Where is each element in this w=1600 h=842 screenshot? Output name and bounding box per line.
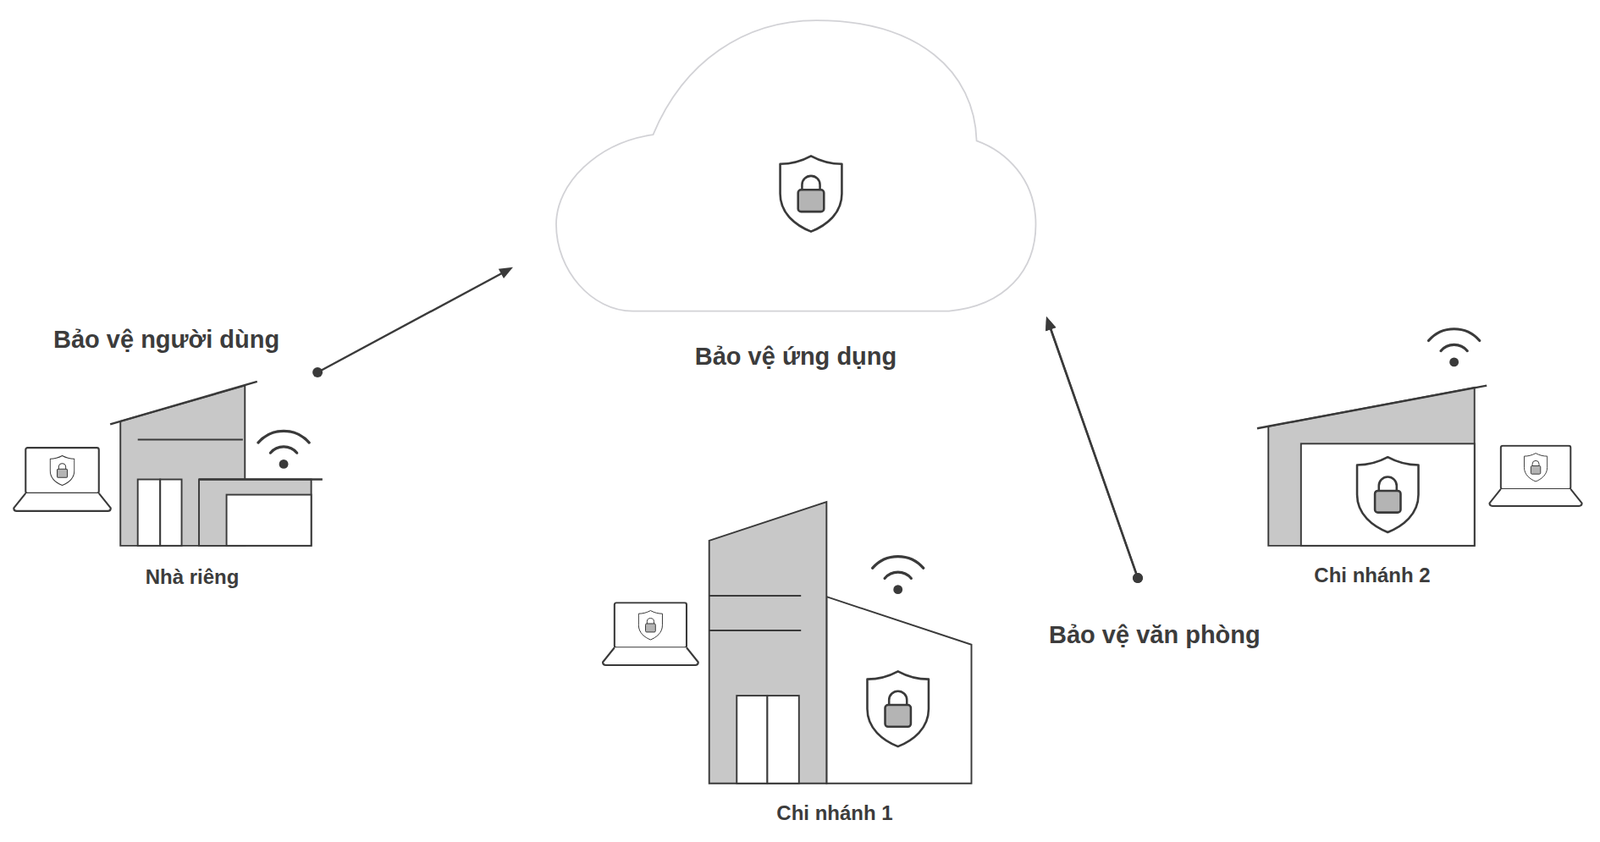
arrow-dot xyxy=(312,367,323,378)
branch-door xyxy=(736,695,767,784)
site-node: Chi nhánh 1 xyxy=(600,502,1138,839)
laptop-icon xyxy=(602,602,699,666)
branch-door xyxy=(766,695,799,784)
arrow-dot xyxy=(1132,573,1143,584)
shield-icon xyxy=(866,671,928,747)
node-label: Bảo vệ ứng dụng xyxy=(695,342,898,372)
arrow-dot xyxy=(1132,573,1143,584)
laptop-icon xyxy=(1489,446,1582,507)
edge-label: Bảo vệ văn phòng xyxy=(1048,620,1261,651)
garage-door xyxy=(226,495,312,547)
buildings xyxy=(13,329,1582,784)
branch-building xyxy=(602,502,972,784)
home-door xyxy=(137,480,161,547)
node-label: Chi nhánh 2 xyxy=(1313,563,1430,589)
garage-roof xyxy=(198,478,323,480)
branch-front xyxy=(1301,443,1475,547)
arrow-connector xyxy=(1045,316,1143,584)
node-label: Nhà riêng xyxy=(145,565,240,591)
branch-line xyxy=(709,595,801,597)
branch-wing xyxy=(826,596,972,784)
laptop-icon xyxy=(13,447,111,512)
cloud-node: Bảo vệ ứng dụng xyxy=(513,16,1047,377)
cloud-shape xyxy=(513,16,1047,377)
home-door xyxy=(160,480,182,547)
branch-tower xyxy=(709,502,828,784)
branch-roof xyxy=(1257,386,1487,430)
edge-label: Bảo vệ người dùng xyxy=(53,325,280,355)
arrow-line xyxy=(317,272,503,373)
site-node: Nhà riêng xyxy=(11,372,323,593)
node-label: Chi nhánh 1 xyxy=(776,801,893,827)
home-roof xyxy=(110,381,258,425)
arrow-head xyxy=(1045,316,1056,332)
arrow-head xyxy=(1045,316,1056,332)
arrow-line xyxy=(1050,327,1138,579)
arrow-connector xyxy=(1045,316,1143,584)
site-node: Chi nhánh 2 xyxy=(1137,355,1592,593)
arrow-head xyxy=(498,267,514,279)
wifi-icon xyxy=(872,557,924,596)
branch-building xyxy=(1257,329,1583,547)
wifi-icon xyxy=(258,430,309,469)
branch-wall xyxy=(1268,387,1474,547)
arrow-connector xyxy=(312,267,514,378)
arrow-line xyxy=(1050,327,1138,579)
cloud-outline xyxy=(556,20,1037,312)
home-garage xyxy=(198,480,312,547)
home-line xyxy=(137,439,243,442)
shield-icon xyxy=(780,155,843,232)
shield-icon xyxy=(1357,457,1418,533)
wifi-icon xyxy=(1428,329,1480,368)
branch-line xyxy=(709,629,801,632)
home-building xyxy=(13,381,323,547)
